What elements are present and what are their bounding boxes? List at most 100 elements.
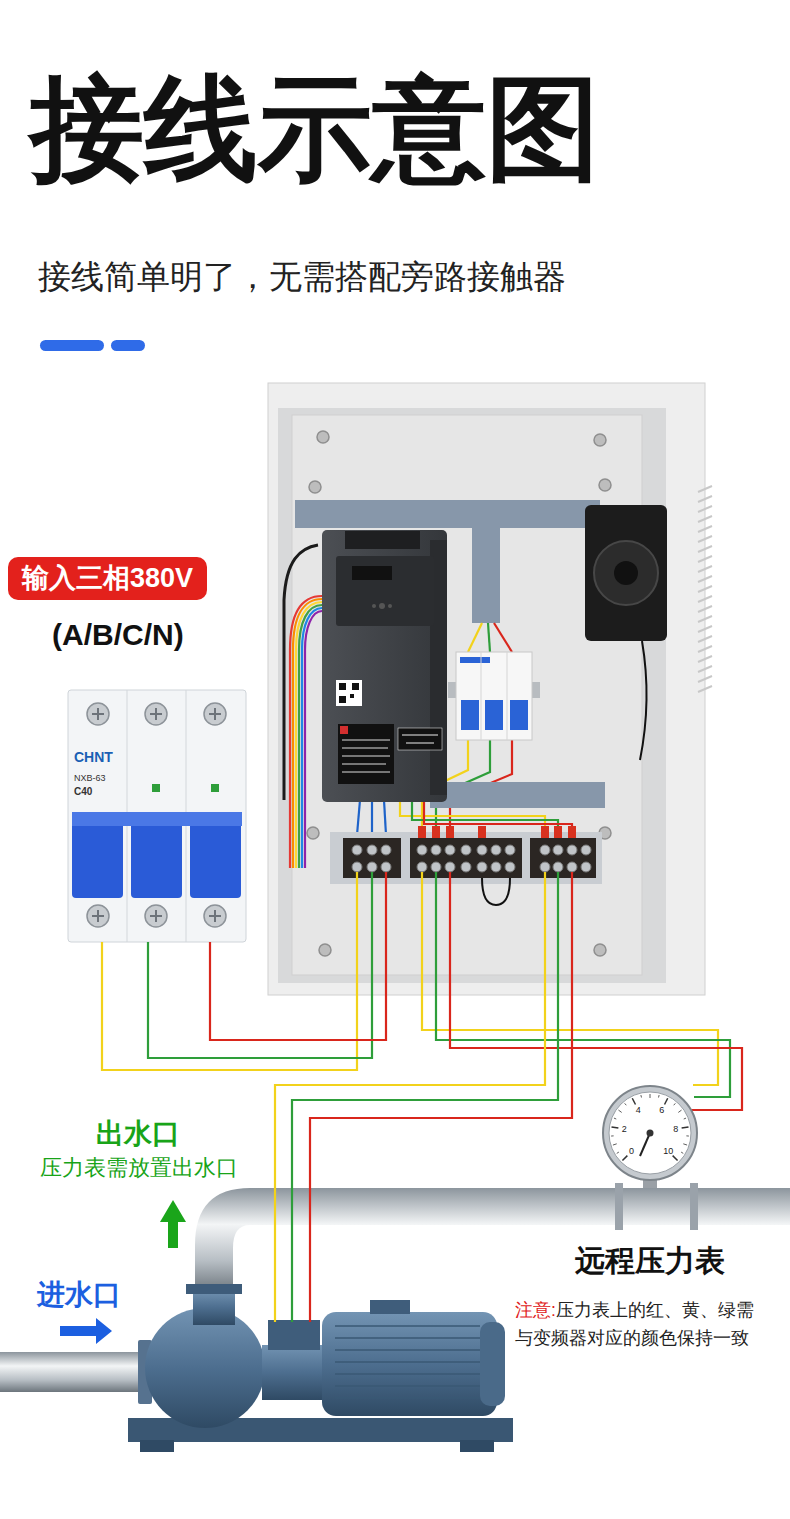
gauge-tick bbox=[622, 1156, 627, 1161]
gauge-tick bbox=[678, 1110, 681, 1112]
inverter bbox=[388, 604, 392, 608]
inverter bbox=[340, 726, 348, 734]
mount-screw bbox=[309, 481, 321, 493]
control-cabinet bbox=[292, 415, 642, 975]
terminal-block bbox=[352, 862, 362, 872]
inverter bbox=[372, 604, 376, 608]
control-cabinet bbox=[268, 383, 705, 995]
inverter bbox=[350, 694, 354, 698]
vent-fins bbox=[698, 596, 712, 602]
terminal-block bbox=[482, 878, 510, 905]
terminal-block bbox=[530, 838, 596, 878]
breaker-marking: C40 bbox=[74, 786, 92, 797]
terminal-block bbox=[477, 862, 487, 872]
terminal-block bbox=[505, 862, 515, 872]
terminal-block bbox=[381, 862, 391, 872]
mount-screw bbox=[307, 827, 319, 839]
gauge-tick bbox=[684, 1118, 686, 1120]
gauge-tick bbox=[611, 1127, 618, 1128]
terminal-block bbox=[505, 845, 515, 855]
terminal-block bbox=[367, 845, 377, 855]
internal-wire bbox=[494, 623, 512, 652]
vent-fins bbox=[698, 496, 712, 502]
terminal-block bbox=[554, 826, 562, 838]
control-cabinet bbox=[268, 383, 712, 995]
cooling-fan bbox=[614, 561, 638, 585]
mount-screw bbox=[594, 944, 606, 956]
mount-screw bbox=[594, 434, 606, 446]
terminal-block bbox=[541, 826, 549, 838]
input-badge: 输入三相380V bbox=[8, 557, 207, 600]
pump bbox=[335, 1385, 480, 1387]
mount-screw bbox=[599, 479, 611, 491]
breaker-body bbox=[87, 905, 109, 927]
terminal-block bbox=[418, 826, 576, 838]
breaker-body bbox=[87, 703, 109, 725]
pump bbox=[262, 1345, 322, 1400]
terminal-block bbox=[381, 845, 391, 855]
gauge-tick bbox=[665, 1098, 668, 1104]
outlet-label: 出水口 bbox=[96, 1118, 180, 1150]
gauge-tick bbox=[650, 1094, 651, 1098]
vent-fins bbox=[698, 586, 712, 592]
pressure-gauge-dial: 0246810 bbox=[604, 1087, 696, 1179]
mini-breaker bbox=[456, 652, 532, 740]
outlet-note: 压力表需放置出水口 bbox=[40, 1155, 238, 1180]
ribbon-cable bbox=[290, 596, 322, 868]
pump bbox=[335, 1349, 480, 1351]
terminal-rail bbox=[330, 832, 602, 884]
gauge-tick bbox=[614, 1118, 616, 1120]
terminal-block bbox=[431, 862, 441, 872]
field-wire bbox=[148, 872, 372, 1058]
din-rail bbox=[295, 500, 600, 528]
page-title: 接线示意图 bbox=[30, 66, 600, 191]
water-pipe bbox=[690, 1183, 698, 1230]
breaker-body bbox=[145, 905, 167, 927]
pump bbox=[335, 1326, 480, 1398]
ribbon-cable bbox=[299, 605, 322, 868]
subtitle: 接线简单明了，无需搭配旁路接触器 bbox=[38, 258, 566, 296]
gauge-tick bbox=[673, 1156, 678, 1161]
internal-wire bbox=[357, 800, 360, 835]
inverter bbox=[342, 756, 390, 757]
inverter bbox=[406, 743, 434, 744]
vent-fins bbox=[698, 646, 712, 652]
accent-bars bbox=[111, 340, 145, 351]
mini-breaker bbox=[507, 652, 508, 740]
gauge-tick bbox=[617, 1152, 619, 1153]
gauge-scale-number: 0 bbox=[629, 1147, 634, 1156]
breaker-body bbox=[97, 910, 99, 922]
inverter bbox=[342, 740, 390, 772]
vent-fins bbox=[698, 666, 712, 672]
internal-wire bbox=[371, 800, 373, 835]
inverter bbox=[322, 530, 447, 802]
breaker-marking: CHNT bbox=[74, 750, 113, 765]
breaker-body bbox=[204, 905, 226, 927]
control-cabinet bbox=[278, 408, 666, 983]
vent-fins bbox=[698, 576, 712, 582]
terminal-block bbox=[445, 845, 455, 855]
field-wire bbox=[310, 872, 572, 1322]
vent-fins bbox=[698, 486, 712, 692]
ribbon-cable bbox=[302, 608, 322, 868]
breaker-marking: NXB-63 bbox=[74, 774, 106, 784]
inverter bbox=[379, 603, 385, 609]
water-pipe bbox=[0, 1352, 145, 1392]
water-pipe bbox=[615, 1183, 623, 1230]
cooling-fan bbox=[594, 541, 658, 605]
terminal-block bbox=[581, 845, 591, 855]
phase-label: (A/B/C/N) bbox=[52, 618, 184, 653]
vent-fins bbox=[698, 616, 712, 622]
gauge-label: 远程压力表 bbox=[575, 1244, 725, 1279]
inverter bbox=[345, 531, 420, 549]
cooling-fan bbox=[640, 641, 647, 760]
terminal-block bbox=[461, 862, 471, 872]
vent-fins bbox=[698, 556, 712, 562]
pump bbox=[140, 1440, 174, 1452]
gauge-tick bbox=[632, 1098, 635, 1104]
terminal-block bbox=[540, 862, 550, 872]
breaker-body bbox=[97, 708, 99, 720]
gauge-tick bbox=[681, 1152, 683, 1153]
inverter bbox=[322, 530, 447, 802]
